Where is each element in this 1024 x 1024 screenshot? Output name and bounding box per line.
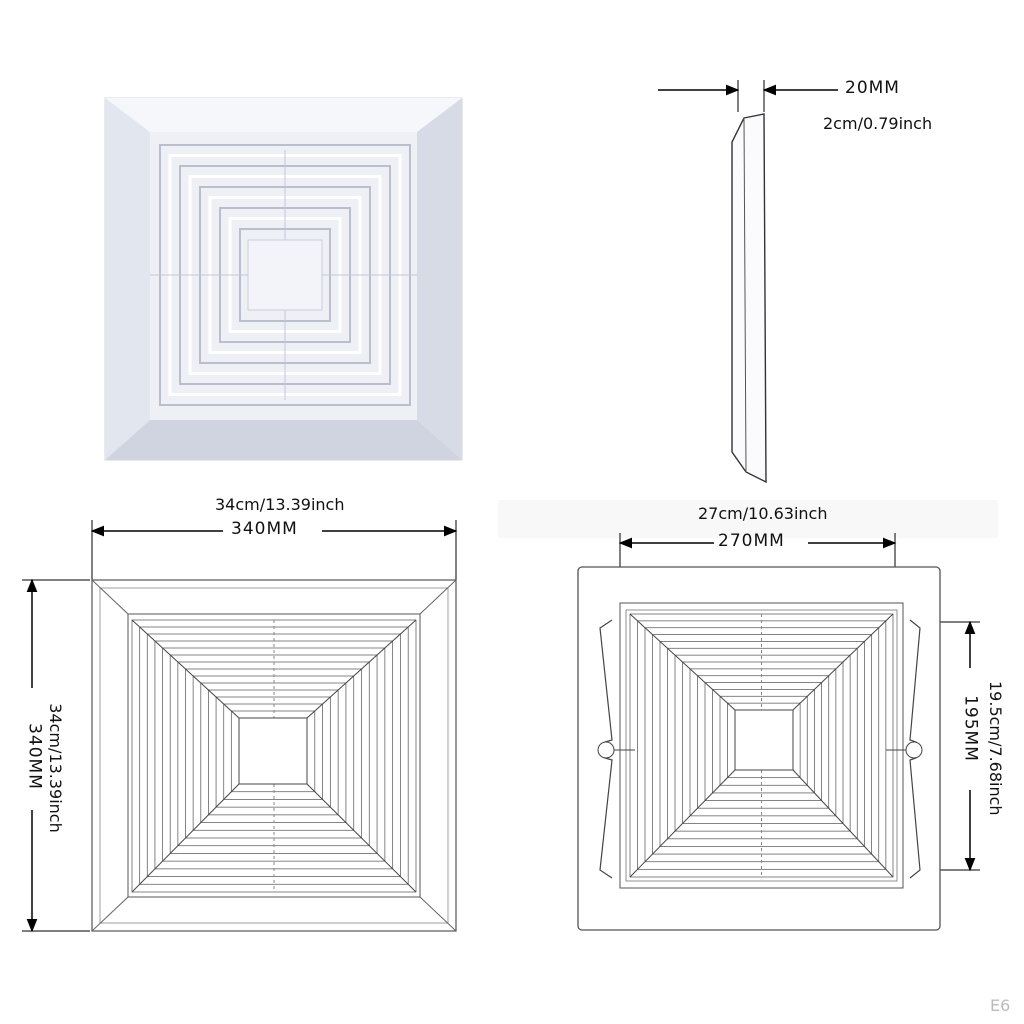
back-width-mm-label: 270MM [718, 531, 785, 551]
louvre-diagonal [131, 783, 240, 893]
louvre-diagonal [792, 613, 894, 711]
louvre-line [200, 682, 347, 823]
front-height-mm-label: 340MM [24, 723, 45, 790]
front-width-inch-label: 34cm/13.39inch [215, 495, 345, 514]
louvre-line [230, 710, 316, 793]
side-profile [658, 80, 838, 484]
louvre-line [162, 647, 386, 862]
front-width-mm-label: 340MM [231, 519, 298, 539]
back-width-inch-label: 27cm/10.63inch [698, 504, 828, 523]
louvre-line [689, 668, 837, 817]
louvre-line [208, 689, 339, 816]
front-drawing [22, 520, 458, 933]
louvre-line [192, 675, 355, 831]
front-height-inch-label: 34cm/13.39inch [46, 703, 65, 833]
louvre-diagonal [792, 769, 894, 878]
louvre-line [667, 647, 858, 840]
back-height-mm-label: 195MM [960, 695, 981, 762]
corner-mark: E6 [990, 996, 1011, 1015]
louvre-line [223, 703, 323, 800]
louvre-line [704, 682, 822, 801]
louvre-line [659, 641, 865, 847]
louvre-line [727, 702, 801, 779]
louvre-diagonal [131, 619, 240, 719]
louvre-line [674, 654, 851, 832]
back-height-inch-label: 19.5cm/7.68inch [986, 681, 1005, 816]
louvre-diagonal [629, 769, 736, 878]
louvre-line [719, 695, 808, 786]
louvre-line [712, 689, 815, 794]
louvre-line [652, 634, 872, 855]
louvre-line [682, 661, 844, 824]
side-depth-mm-label: 20MM [845, 78, 900, 98]
side-depth-inch-label: 2cm/0.79inch [823, 114, 933, 133]
louvre-diagonal [306, 783, 417, 893]
louvre-diagonal [306, 619, 417, 719]
louvre-diagonal [629, 613, 736, 711]
louvre-line [215, 696, 331, 808]
product-photo [104, 97, 463, 461]
louvre-line [169, 654, 378, 854]
back-drawing [498, 500, 998, 931]
louvre-line [697, 675, 830, 809]
